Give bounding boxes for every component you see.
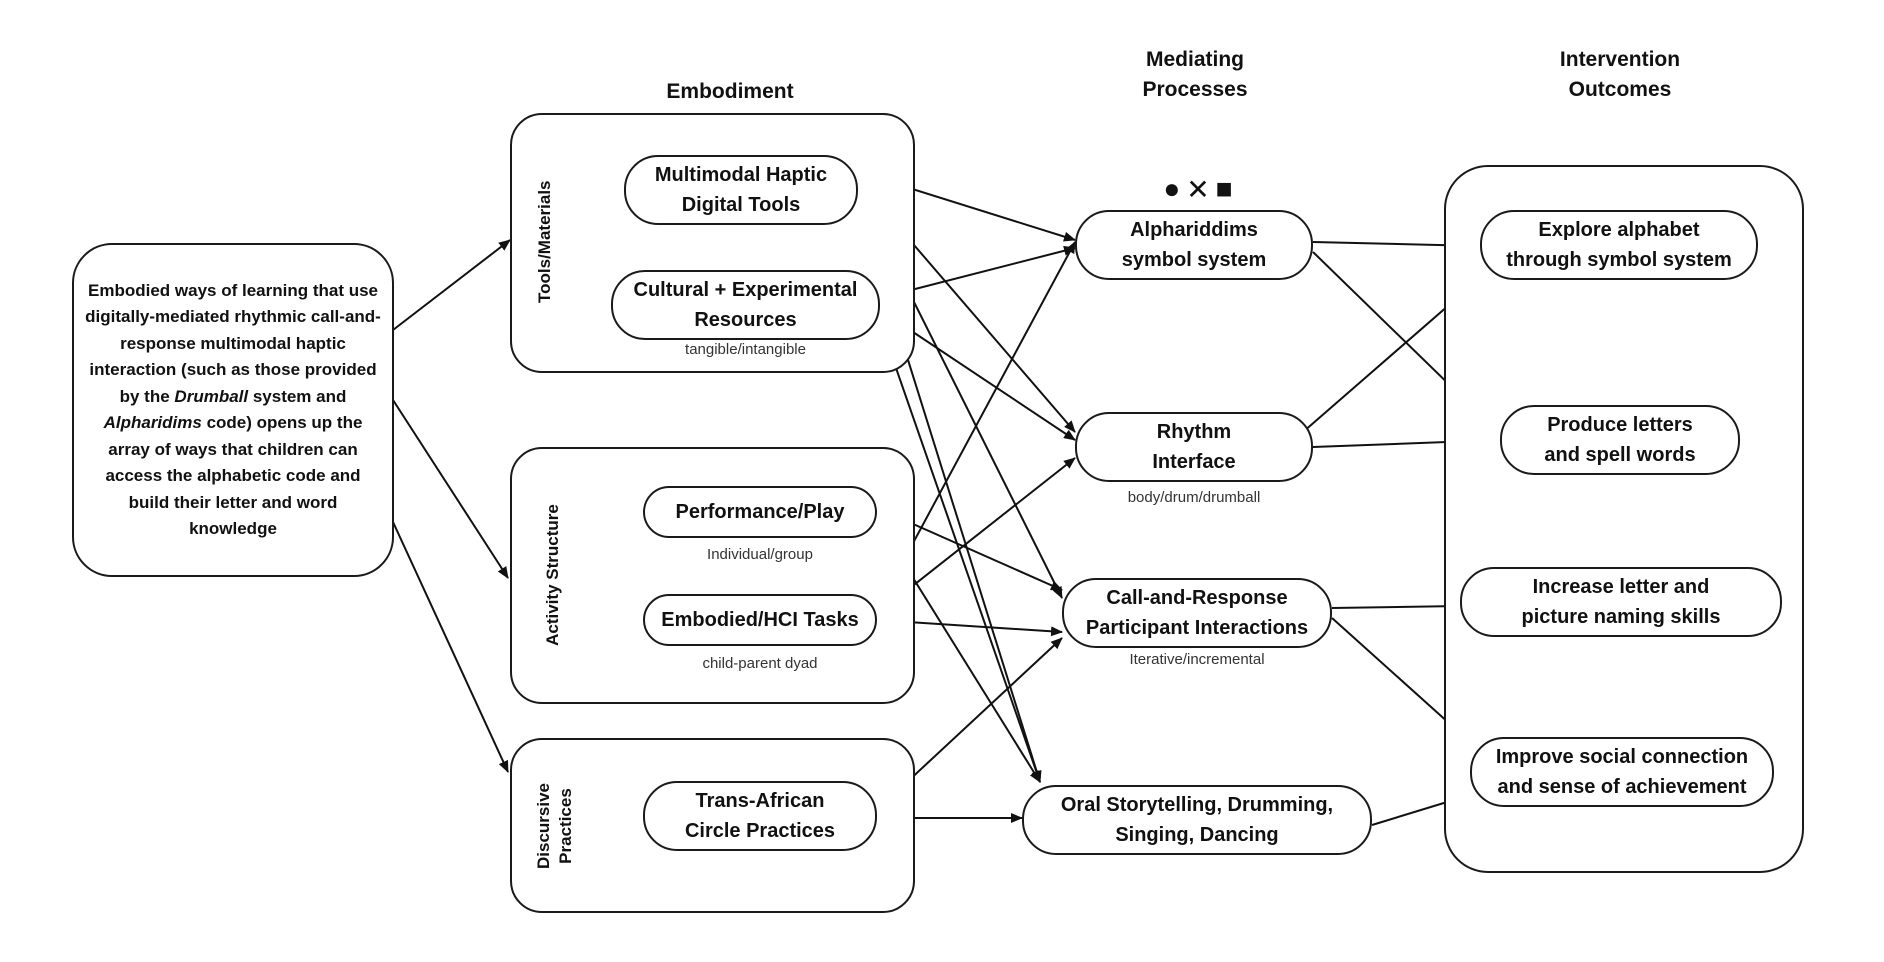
node-explore-line1: Explore alphabet (1538, 219, 1700, 241)
node-improve-social-connection: Improve social connection and sense of ac… (1470, 737, 1774, 807)
node-embodied-hci-tasks: Embodied/HCI Tasks (643, 594, 877, 646)
node-callresp-line1: Call-and-Response (1106, 587, 1288, 609)
sublabel-child-parent-dyad: child-parent dyad (702, 655, 818, 672)
node-produce-text: Produce letters and spell words (1544, 410, 1695, 470)
node-performance-play: Performance/Play (643, 486, 877, 538)
arrow-cultural-oral (879, 321, 1042, 783)
header-mediating-processes: Mediating Processes (1090, 45, 1300, 105)
intro-text-part1: Embodied ways of learning that use digit… (85, 280, 381, 406)
node-increase-naming-skills: Increase letter and picture naming skills (1460, 567, 1782, 637)
node-improve-line1: Improve social connection (1495, 746, 1749, 768)
header-embodiment: Embodiment (666, 80, 794, 103)
node-alphariddims-line2: symbol system (1121, 249, 1267, 271)
node-oral-line2: Singing, Dancing (1115, 824, 1279, 846)
node-callresp-line2: Participant Interactions (1085, 617, 1309, 639)
node-explore-alphabet: Explore alphabet through symbol system (1480, 210, 1758, 280)
arrow-intro-activity (392, 399, 509, 579)
node-cultural-line1: Cultural + Experimental (633, 279, 858, 301)
header-mediating-line1: Mediating (1146, 48, 1244, 71)
header-outcomes-line2: Outcomes (1568, 78, 1672, 101)
node-performance-text: Performance/Play (676, 497, 845, 527)
node-rhythm-line2: Interface (1152, 451, 1236, 473)
node-produce-line2: and spell words (1544, 444, 1696, 466)
node-increase-text: Increase letter and picture naming skills (1522, 572, 1721, 632)
group-label-tools: Tools/Materials (535, 180, 554, 304)
node-performance-line1: Performance/Play (675, 501, 845, 523)
node-increase-line1: Increase letter and (1532, 576, 1710, 598)
arrow-callresp-increase (1331, 601, 1461, 612)
node-transafrican-line1: Trans-African (695, 790, 825, 812)
header-intervention-outcomes: Intervention Outcomes (1505, 45, 1735, 105)
node-embodied-text: Embodied/HCI Tasks (661, 605, 858, 635)
node-explore-line2: through symbol system (1506, 249, 1732, 271)
arrow-intro-tools (392, 239, 511, 331)
group-label-discursive-line1: Discursive (534, 783, 553, 869)
header-outcomes-line1: Intervention (1559, 48, 1681, 71)
node-oral-storytelling: Oral Storytelling, Drumming, Singing, Dan… (1022, 785, 1372, 855)
node-increase-line2: picture naming skills (1521, 606, 1721, 628)
node-transafrican-line2: Circle Practices (684, 820, 836, 842)
intro-text-part3: code) opens up the array of ways that ch… (105, 413, 363, 538)
intro-box: Embodied ways of learning that use digit… (72, 243, 394, 577)
sublabel-tangible-intangible: tangible/intangible (685, 341, 806, 358)
group-label-activity: Activity Structure (543, 504, 562, 646)
node-oral-line1: Oral Storytelling, Drumming, (1060, 794, 1334, 816)
node-haptic-line2: Digital Tools (681, 194, 801, 216)
node-improve-text: Improve social connection and sense of ac… (1496, 742, 1748, 802)
intro-text: Embodied ways of learning that use digit… (84, 278, 382, 543)
node-haptic-line1: Multimodal Haptic (654, 164, 828, 186)
node-produce-letters: Produce letters and spell words (1500, 405, 1740, 475)
header-mediating-line2: Processes (1142, 78, 1248, 101)
node-alphariddims-line1: Alphariddims (1130, 219, 1258, 241)
node-oral-text: Oral Storytelling, Drumming, Singing, Dan… (1061, 790, 1333, 850)
node-improve-line2: and sense of achievement (1497, 776, 1747, 798)
sublabel-body-drum-drumball: body/drum/drumball (1127, 489, 1261, 506)
group-label-discursive-line2: Practices (556, 788, 575, 864)
cross-icon: ✕ (1186, 173, 1210, 205)
arrow-intro-discursive (392, 521, 509, 773)
node-alphariddims-symbol-system: Alphariddims symbol system (1075, 210, 1313, 280)
group-label-discursive: Discursive Practices (533, 776, 577, 876)
intro-text-part2: system and (248, 386, 347, 406)
symbol-row: ● ✕ ■ (1148, 172, 1248, 206)
square-icon: ■ (1215, 173, 1233, 204)
node-produce-line1: Produce letters (1547, 414, 1693, 436)
node-alphariddims-text: Alphariddims symbol system (1122, 215, 1267, 275)
sublabel-individual-group: Individual/group (707, 546, 813, 563)
node-embodied-line1: Embodied/HCI Tasks (661, 609, 859, 631)
node-rhythm-line1: Rhythm (1156, 421, 1232, 443)
sublabel-iterative-incremental: Iterative/incremental (1129, 651, 1265, 668)
intro-alpharidims: Alpharidims (103, 413, 202, 432)
intro-drumball: Drumball (174, 386, 249, 406)
circle-icon: ● (1163, 173, 1181, 204)
node-explore-text: Explore alphabet through symbol system (1506, 215, 1732, 275)
node-cultural-line2: Resources (694, 309, 797, 331)
